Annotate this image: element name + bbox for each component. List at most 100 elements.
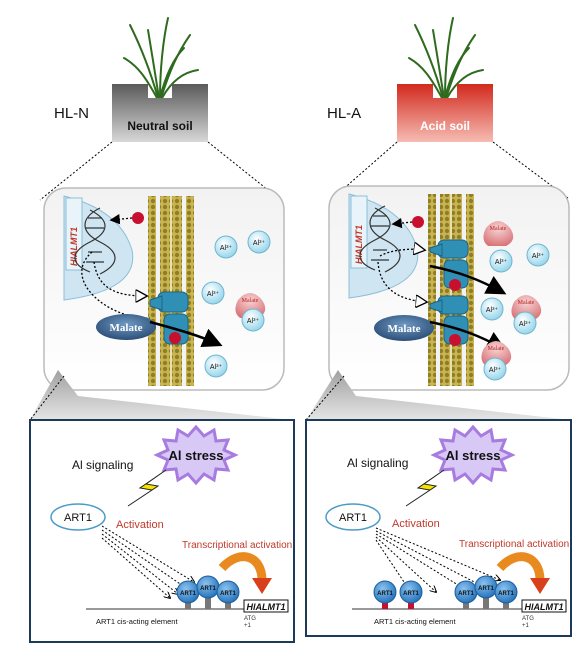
signal-arrow [109, 214, 133, 225]
art1-label-left: ART1 [64, 512, 92, 524]
svg-text:ART1: ART1 [200, 586, 216, 592]
activation-arrows-right [375, 527, 500, 594]
svg-text:ART1: ART1 [220, 591, 236, 597]
al-ion: Al³⁺ [214, 235, 238, 259]
art1-protein-right: ART1 [474, 575, 498, 609]
gene-label-left: HlALMT1 [69, 227, 79, 266]
expression-arrow [93, 261, 146, 296]
malate-blob-right [374, 315, 434, 341]
al-signaling-label-left: Al signaling [72, 458, 133, 472]
efflux-arrow [429, 264, 507, 295]
efflux-arrow [149, 320, 223, 348]
left-panel: Neutral soil HL-N HlALMT1 [29, 17, 295, 643]
lightning-icon-left [127, 469, 167, 507]
cis-element-label-left: ART1 cis-acting element [96, 617, 178, 626]
al-ion: Al³⁺ [480, 297, 504, 321]
svg-text:ART1: ART1 [403, 591, 419, 597]
svg-text:Al³⁺: Al³⁺ [519, 321, 532, 328]
art1-label-right: ART1 [339, 512, 367, 524]
svg-text:ART1: ART1 [377, 591, 393, 597]
malate-label-right: Malate [388, 323, 421, 335]
plant-icon-right [408, 17, 484, 99]
signal-badge [449, 334, 461, 346]
gene-promoter-label-left: HlALMT1 [247, 602, 286, 612]
dna-icon-right [359, 205, 401, 273]
al-ion: Al³⁺ [204, 354, 228, 378]
activation-label-right: Activation [392, 518, 440, 530]
plant-icon-left [123, 17, 199, 99]
art1-protein-right: ART1 [454, 580, 478, 609]
svg-text:Al³⁺: Al³⁺ [220, 245, 233, 252]
line-label-left: HL-N [54, 105, 89, 122]
activation-arrows-left [101, 525, 194, 598]
al-ion: Al³⁺ [201, 281, 225, 305]
svg-text:ART1: ART1 [180, 591, 196, 597]
gene-label-box-left [243, 599, 289, 613]
al-stress-label-left: Al stress [169, 448, 224, 463]
svg-text:Al³⁺: Al³⁺ [210, 364, 223, 371]
plus1-label-left: +1 [244, 623, 252, 629]
acid-soil-box [397, 84, 493, 142]
zoom-wedge-right [306, 370, 571, 420]
svg-text:Al³⁺: Al³⁺ [207, 291, 220, 298]
line-label-right: HL-A [327, 105, 361, 122]
gene-label-box-right [521, 599, 567, 613]
svg-text:Malate: Malate [488, 346, 505, 352]
malate-label-left: Malate [110, 322, 143, 334]
svg-text:ART1: ART1 [498, 591, 514, 597]
soil-label-right: Acid soil [420, 119, 470, 133]
art1-protein-right: ART1 [399, 580, 423, 604]
svg-text:Al³⁺: Al³⁺ [247, 318, 260, 325]
dna-icon-left [74, 207, 116, 275]
gene-promoter-label-right: HlALMT1 [525, 602, 564, 612]
signal-badge [169, 332, 181, 344]
al-malate-complex: Malate Al³⁺ [481, 341, 512, 381]
art1-ellipse-left [50, 503, 106, 531]
art1-protein-right: ART1 [373, 580, 397, 604]
al-stress-label-right: Al stress [446, 448, 501, 463]
zoom-line [39, 141, 113, 201]
signal-badge [412, 216, 424, 228]
al-malate-complex: Malate Al³⁺ [483, 221, 514, 273]
svg-text:Al³⁺: Al³⁺ [489, 367, 502, 374]
al-stress-burst-right [430, 424, 516, 486]
signal-badge [449, 279, 461, 291]
activation-label-left: Activation [116, 519, 164, 531]
svg-text:Al³⁺: Al³⁺ [253, 240, 266, 247]
cis-element-marker [382, 600, 388, 609]
al-malate-complex: Malate Al³⁺ [511, 295, 542, 335]
art1-protein-right: ART1 [494, 580, 518, 609]
transcriptional-label-left: Transcriptional activation [182, 540, 292, 551]
neutral-soil-box [112, 84, 208, 142]
soil-label-left: Neutral soil [127, 119, 192, 133]
svg-text:Al³⁺: Al³⁺ [532, 253, 545, 260]
transcription-arrow-left [218, 552, 267, 581]
svg-text:ART1: ART1 [458, 591, 474, 597]
atg-label-right: ATG [522, 616, 534, 622]
svg-text:Al³⁺: Al³⁺ [486, 307, 499, 314]
cis-element-label-right: ART1 cis-acting element [374, 617, 456, 626]
plus1-label-right: +1 [522, 623, 530, 629]
al-ion: Al³⁺ [526, 243, 550, 267]
svg-text:Malate: Malate [518, 300, 535, 306]
signal-arrow [391, 217, 413, 229]
al-signaling-label-right: Al signaling [347, 456, 408, 470]
svg-text:ART1: ART1 [478, 586, 494, 592]
gene-box-left [65, 197, 83, 271]
gene-box-right [350, 195, 368, 269]
zoom-line [207, 141, 279, 199]
expression-arrow [379, 249, 424, 257]
svg-text:Malate: Malate [490, 226, 507, 232]
al-stress-burst-left [153, 424, 239, 486]
malate-blob-left [96, 314, 156, 340]
transcriptional-label-right: Transcriptional activation [459, 539, 569, 550]
right-panel: Acid soil HL-A HlALMT1 [305, 17, 572, 637]
atg-label-left: ATG [244, 616, 256, 622]
art1-protein-left: ART1 [216, 580, 240, 609]
gene-label-right: HlALMT1 [354, 225, 364, 264]
art1-ellipse-right [325, 503, 381, 531]
transcription-arrow-right [496, 552, 545, 581]
almt1-channel-right [429, 239, 469, 289]
cis-element-marker [408, 600, 414, 609]
expression-arrow [81, 251, 151, 319]
